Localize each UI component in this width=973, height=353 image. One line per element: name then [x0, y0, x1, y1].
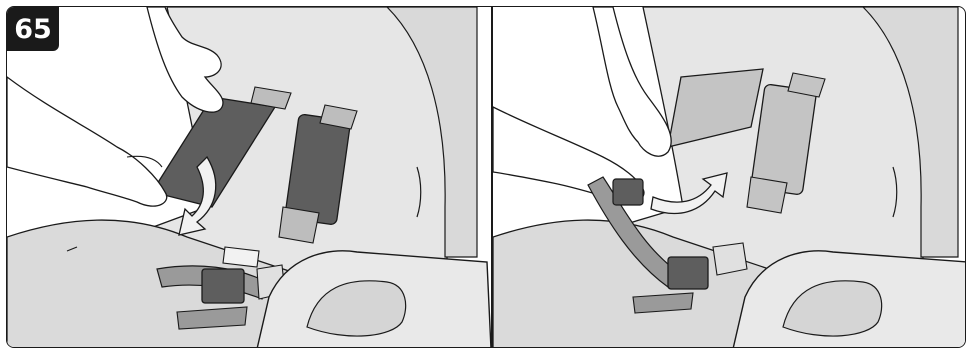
buckle-tongue: [613, 179, 643, 205]
right-panel-illustration: [493, 7, 966, 348]
lower-hand: [7, 77, 167, 206]
buckle: [202, 269, 244, 303]
step-number-badge: 65: [7, 7, 59, 51]
left-panel: [7, 7, 491, 347]
buckle: [668, 257, 708, 289]
left-panel-illustration: [7, 7, 491, 348]
illustration-frame: 65: [6, 6, 966, 348]
right-panel: [493, 7, 966, 347]
step-number: 65: [14, 14, 52, 45]
